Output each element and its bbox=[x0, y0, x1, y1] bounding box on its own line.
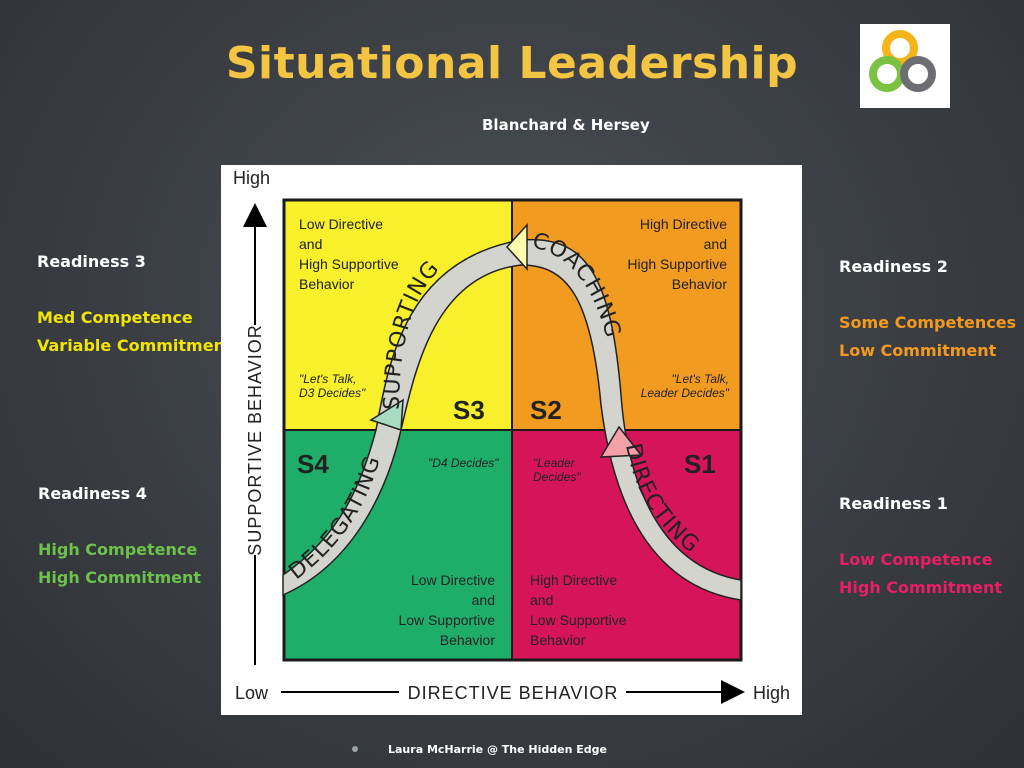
s4-desc-4: Behavior bbox=[440, 632, 496, 648]
s1-desc-4: Behavior bbox=[530, 632, 586, 648]
page-subtitle: Blanchard & Hersey bbox=[482, 116, 650, 134]
readiness-3-label: Readiness 3 bbox=[37, 252, 146, 271]
s3-desc-2: and bbox=[299, 236, 322, 252]
readiness-4-label: Readiness 4 bbox=[38, 484, 147, 503]
s3-quote-2: D3 Decides" bbox=[299, 386, 366, 400]
readiness-3-competence: Med Competence bbox=[37, 308, 193, 327]
diagram-svg: SUPPORTING COACHING DELEGATING DIRECTING… bbox=[233, 168, 790, 704]
footer-bullet-icon bbox=[352, 746, 358, 752]
readiness-2-block: Readiness 2 Some Competences Low Commitm… bbox=[839, 253, 1016, 365]
readiness-1-competence: Low Competence bbox=[839, 550, 993, 569]
s2-label: S2 bbox=[530, 395, 562, 425]
s3-desc-1: Low Directive bbox=[299, 216, 383, 232]
s2-desc-3: High Supportive bbox=[627, 256, 727, 272]
x-axis-low-label: Low bbox=[235, 683, 269, 703]
footer-credit: Laura McHarrie @ The Hidden Edge bbox=[388, 743, 607, 756]
s2-desc-2: and bbox=[704, 236, 727, 252]
x-axis-high-label: High bbox=[753, 683, 790, 703]
directing-arrowhead bbox=[599, 425, 643, 458]
s2-desc-4: Behavior bbox=[672, 276, 728, 292]
supporting-arrowhead bbox=[505, 223, 528, 271]
readiness-1-block: Readiness 1 Low Competence High Commitme… bbox=[839, 490, 1002, 602]
s4-desc-3: Low Supportive bbox=[398, 612, 495, 628]
situational-leadership-diagram: SUPPORTING COACHING DELEGATING DIRECTING… bbox=[221, 165, 802, 715]
s2-desc-1: High Directive bbox=[640, 216, 727, 232]
s1-desc-2: and bbox=[530, 592, 553, 608]
s1-quote-1: "Leader bbox=[533, 456, 576, 470]
s2-quote-2: Leader Decides" bbox=[641, 386, 730, 400]
s4-desc-1: Low Directive bbox=[411, 572, 495, 588]
readiness-1-label: Readiness 1 bbox=[839, 494, 948, 513]
s1-label: S1 bbox=[684, 449, 716, 479]
readiness-1-commitment: High Commitment bbox=[839, 578, 1003, 597]
readiness-2-competence: Some Competences bbox=[839, 313, 1017, 332]
delegating-arrowhead bbox=[369, 398, 404, 432]
bell-curve-arrow bbox=[282, 238, 742, 601]
page-title: Situational Leadership bbox=[225, 38, 799, 89]
s3-quote-1: "Let's Talk, bbox=[299, 372, 356, 386]
s1-desc-3: Low Supportive bbox=[530, 612, 627, 628]
s1-quote-2: Decides" bbox=[533, 470, 581, 484]
s4-quote-1: "D4 Decides" bbox=[428, 456, 499, 470]
interlocking-rings-icon bbox=[869, 30, 936, 92]
y-axis-high-label: High bbox=[233, 168, 270, 188]
readiness-4-block: Readiness 4 High Competence High Commitm… bbox=[38, 480, 201, 592]
readiness-2-label: Readiness 2 bbox=[839, 257, 948, 276]
s1-desc-1: High Directive bbox=[530, 572, 617, 588]
s2-quote-1: "Let's Talk, bbox=[672, 372, 729, 386]
s4-desc-2: and bbox=[472, 592, 495, 608]
s3-desc-4: Behavior bbox=[299, 276, 355, 292]
s4-label: S4 bbox=[297, 449, 329, 479]
quadrant-s2 bbox=[512, 200, 741, 430]
x-axis-label: DIRECTIVE BEHAVIOR bbox=[408, 683, 619, 703]
readiness-3-commitment: Variable Commitment bbox=[37, 336, 233, 355]
readiness-3-block: Readiness 3 Med Competence Variable Comm… bbox=[37, 248, 233, 360]
readiness-4-commitment: High Commitment bbox=[38, 568, 202, 587]
s3-desc-3: High Supportive bbox=[299, 256, 399, 272]
rings-logo bbox=[860, 24, 950, 108]
y-axis-label: SUPPORTIVE BEHAVIOR bbox=[245, 324, 265, 555]
readiness-2-commitment: Low Commitment bbox=[839, 341, 997, 360]
s3-label: S3 bbox=[453, 395, 485, 425]
readiness-4-competence: High Competence bbox=[38, 540, 198, 559]
